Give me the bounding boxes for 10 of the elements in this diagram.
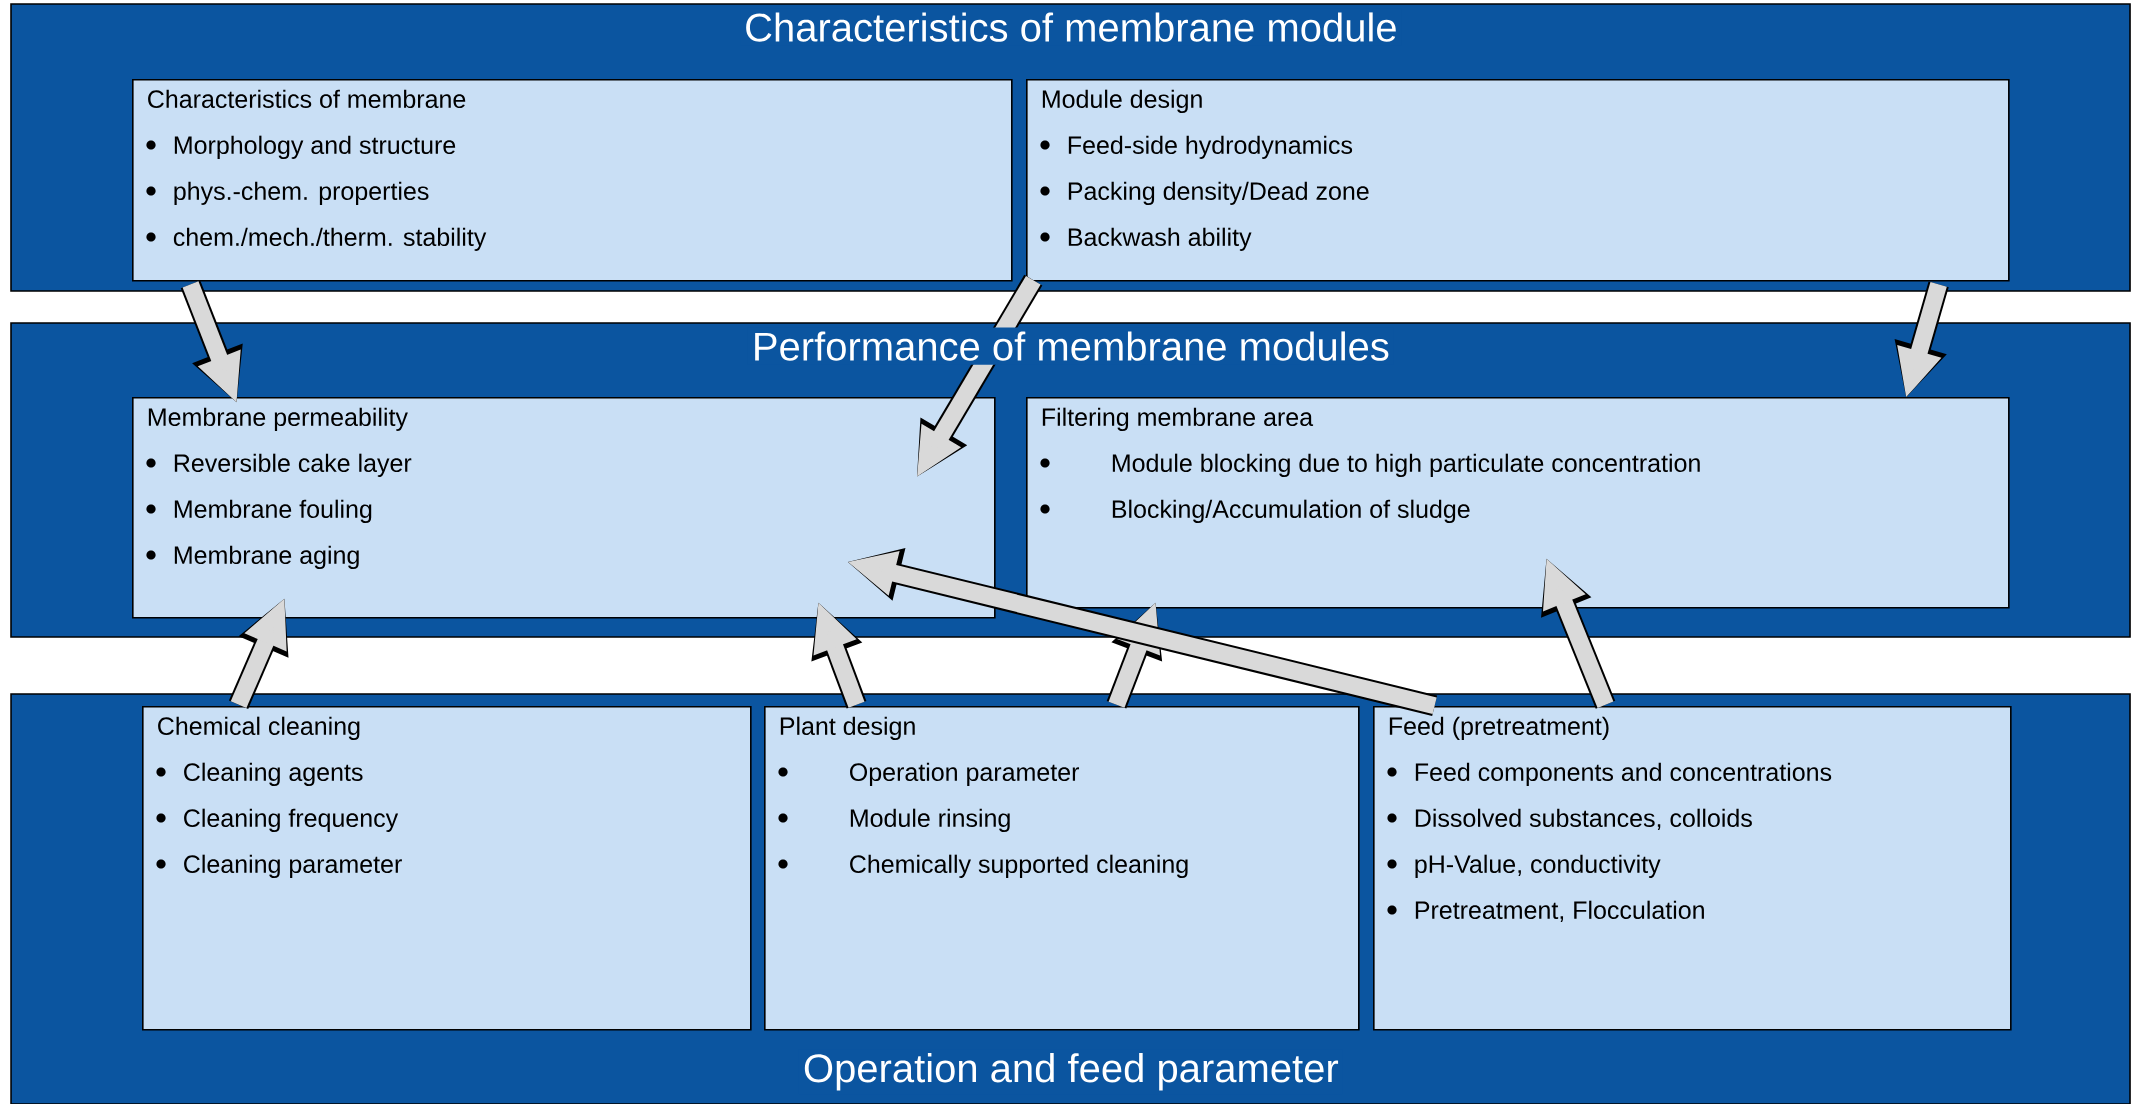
- band-title: Operation and feed parameter: [798, 1049, 1343, 1095]
- text-box: Module design Feed-side hydrodynamics Packing density/Dead zone Backwash ability: [1026, 79, 2010, 282]
- text-box: Chemical cleaning Cleaning agents Cleaning frequency Cleaning parameter: [142, 706, 752, 1031]
- text-box: Membrane permeability Reversible cake layer Membrane fouling Membrane aging: [132, 397, 996, 619]
- band-title: Characteristics of membrane module: [740, 8, 1402, 46]
- text-box: Feed (pretreatment) Feed components and concentrations Dissolved substances, colloids pH-Value, conductivity Pretreatment, Flocculation: [1373, 706, 2012, 1031]
- text-box: Filtering membrane area Module blocking due to high particulate concentration Blocking/Accumulation of sludge: [1026, 397, 2010, 609]
- text-box: Plant design Operation parameter Module rinsing Chemically supported cleaning: [764, 706, 1360, 1031]
- text-box: Characteristics of membrane Morphology and structure phys.-chem. properties chem./mech./therm. stability: [132, 79, 1013, 282]
- band-title: Performance of membrane modules: [747, 327, 1394, 365]
